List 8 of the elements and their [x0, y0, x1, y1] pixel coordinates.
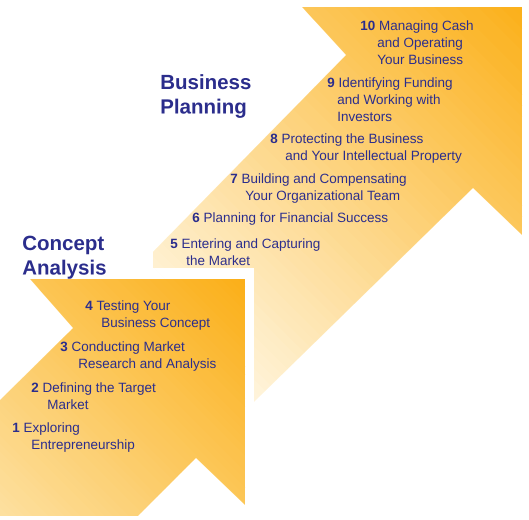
step-text: 10 Managing Cash and Operating Your Business [361, 20, 473, 64]
step-text: 6 Planning for Financial Success [192, 212, 388, 225]
step-text: 7 Building and Compensating Your Organizational Team [230, 173, 406, 203]
section-heading: Business Planning [162, 74, 250, 118]
step-text: 8 Protecting the Business and Your Intellectual Property [270, 133, 462, 163]
step-text: 9 Identifying Funding and Working with Investors [328, 77, 452, 122]
step-text: 5 Entering and Capturing the Market [170, 238, 320, 266]
section-heading: Concept Analysis [22, 236, 106, 279]
